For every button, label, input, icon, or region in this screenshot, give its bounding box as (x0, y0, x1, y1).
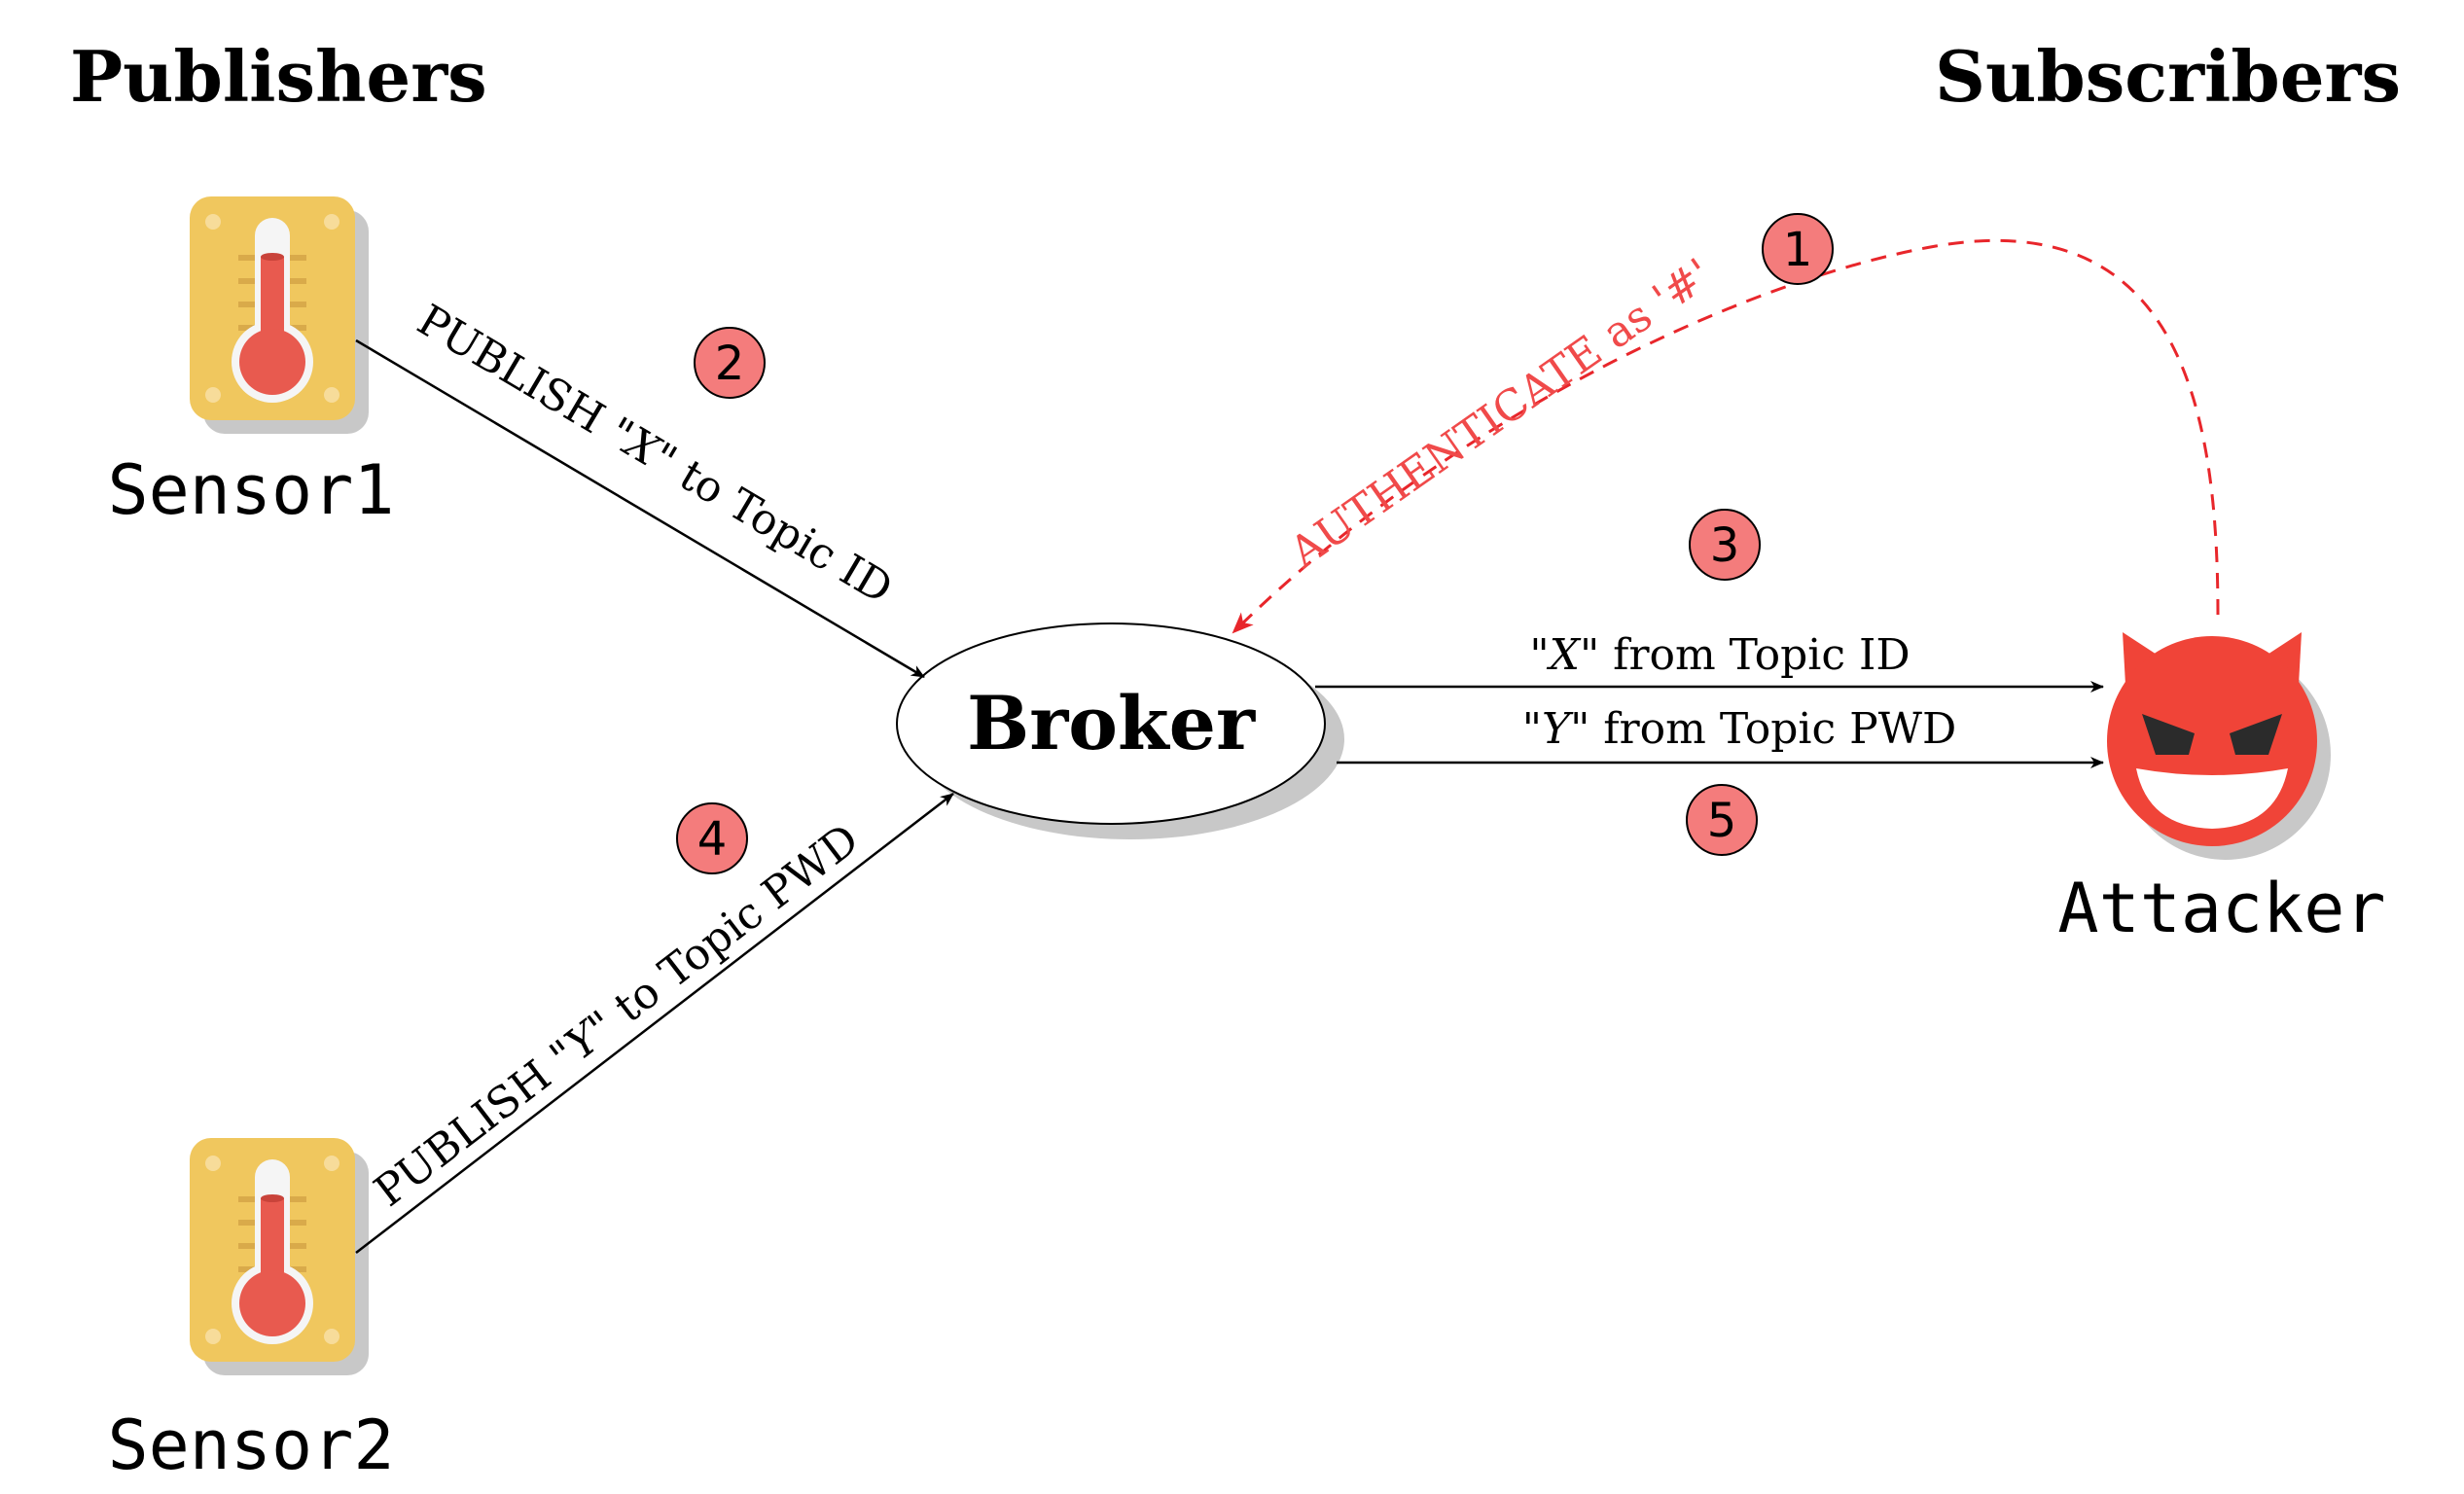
authenticate-label: AUTHENTICATE as '#' (1280, 249, 1721, 578)
sensor1-thermometer-icon (190, 196, 369, 434)
publish-y-label: PUBLISH "Y" to Topic PWD (366, 814, 869, 1216)
deliver-y-label: "Y" from Topic PWD (1522, 704, 1956, 754)
step-badge-2: 2 (694, 327, 766, 399)
sensor2-thermometer-icon (190, 1138, 369, 1375)
svg-text:2: 2 (715, 337, 745, 391)
step-badge-1: 1 (1762, 213, 1834, 285)
svg-text:5: 5 (1707, 794, 1737, 848)
subscribers-heading: Subscribers (1935, 35, 2401, 118)
svg-text:4: 4 (697, 812, 728, 867)
broker-node: Broker (896, 622, 1344, 839)
authenticate-arrow (1232, 239, 2220, 634)
publish-x-label: PUBLISH "X" to Topic ID (409, 296, 901, 615)
sensor2-label: Sensor2 (107, 1405, 394, 1485)
attacker-devil-icon (2107, 632, 2331, 860)
step-badge-3: 3 (1689, 509, 1761, 581)
publishers-heading: Publishers (70, 35, 487, 118)
attacker-label: Attacker (2057, 869, 2385, 948)
svg-text:3: 3 (1710, 518, 1740, 573)
publish-y-arrow (355, 793, 954, 1254)
broker-label: Broker (967, 680, 1256, 766)
step-badge-4: 4 (676, 802, 748, 874)
deliver-x-label: "X" from Topic ID (1529, 630, 1910, 680)
svg-text:1: 1 (1783, 223, 1813, 277)
step-badge-5: 5 (1686, 784, 1758, 856)
publish-x-arrow (355, 338, 925, 679)
sensor1-label: Sensor1 (107, 450, 394, 530)
